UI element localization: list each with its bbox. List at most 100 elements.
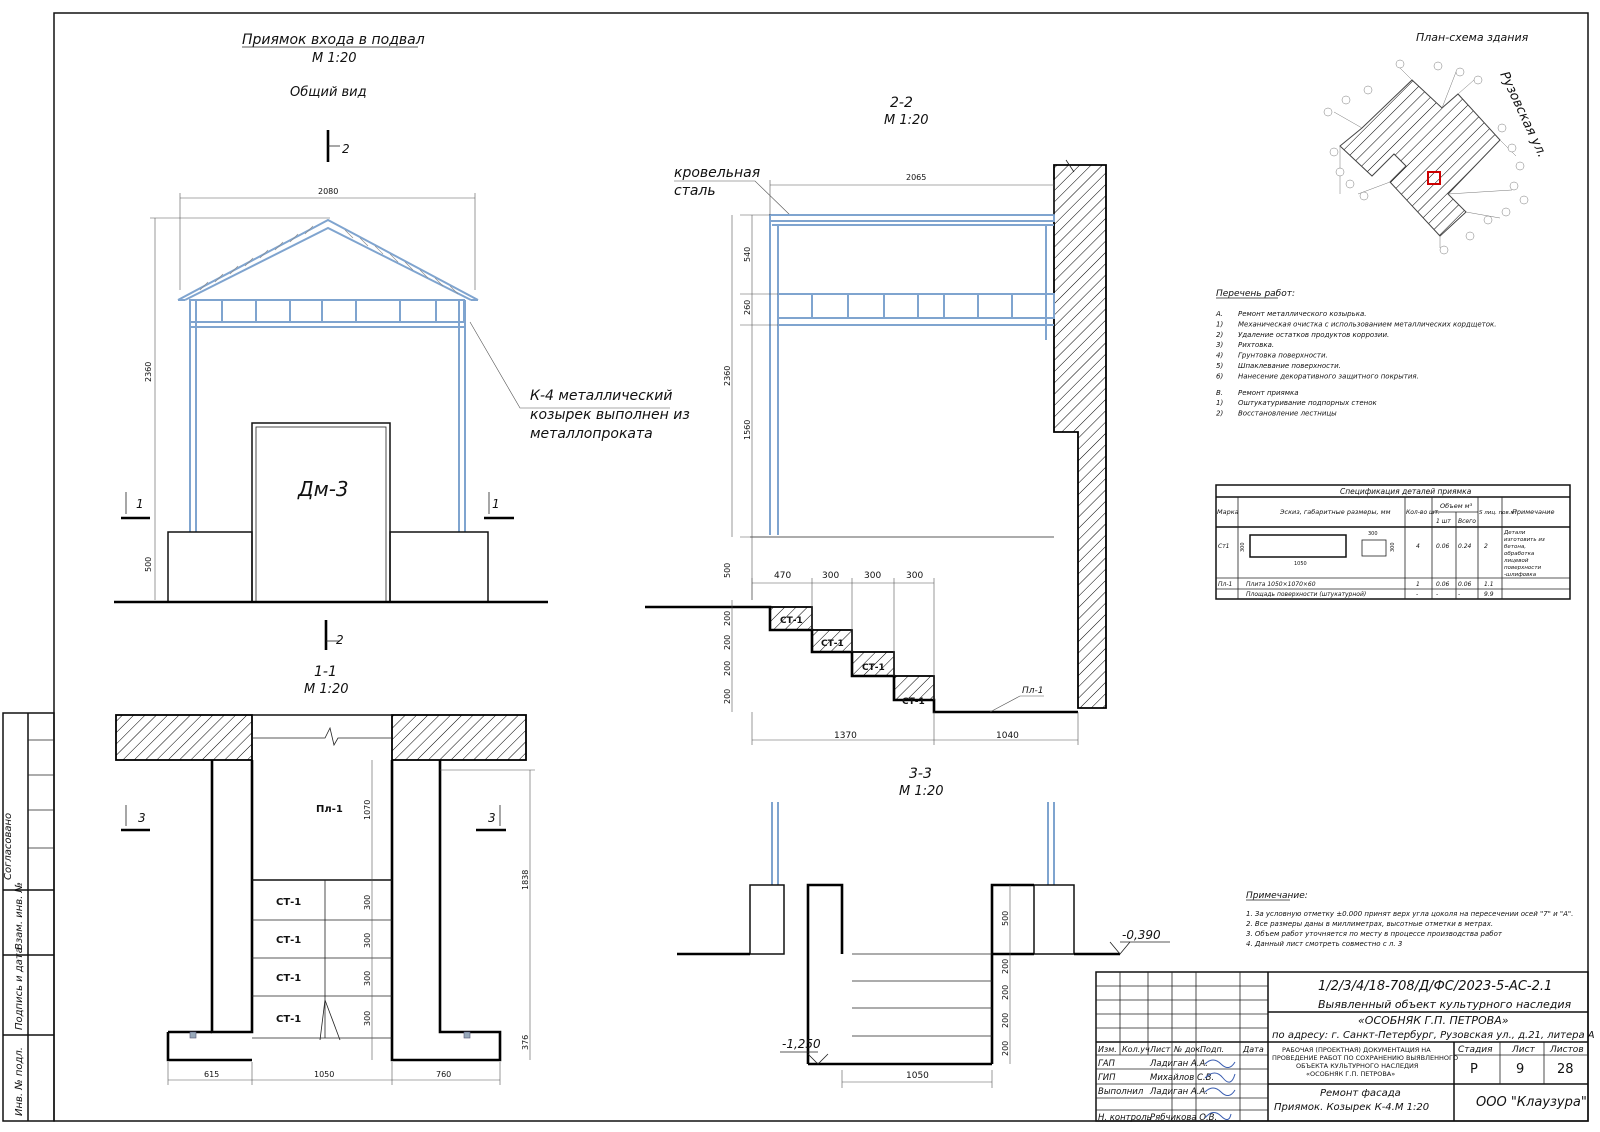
spec-cell-note-line: обработка [1504, 551, 1535, 557]
canopy-note-line1: К-4 металлический [530, 388, 673, 404]
spec-sketch-1050: 1050 [1294, 561, 1307, 567]
spec-h-mark: Марка [1217, 508, 1239, 516]
works-item-text: Оштукатуривание подпорных стенок [1238, 399, 1378, 407]
spec-cell-note-line: поверхности [1504, 565, 1542, 571]
dim-front-width: 2080 [318, 187, 338, 196]
s22-scale: М 1:20 [884, 113, 929, 128]
spec-cell: 4 [1416, 543, 1420, 550]
spec-cell-note-line: бетона, [1504, 544, 1526, 550]
spec-cell: Пл-1 [1218, 581, 1232, 588]
tb-company: ООО "Клаузура" [1476, 1095, 1587, 1110]
spec-cell: - [1458, 591, 1460, 598]
spec-h-area: S лиц. пов.м² [1479, 509, 1518, 516]
s11-dim-1050: 1050 [314, 1070, 334, 1079]
plan-scheme: План-схема здания Рузовская ул. [1323, 31, 1549, 255]
spec-cell: 9.9 [1484, 591, 1494, 598]
s11-dim-615: 615 [204, 1070, 219, 1079]
tb-col-header: Изм. [1098, 1045, 1117, 1054]
s11-st1-d: СТ-1 [276, 1014, 301, 1025]
spec-cell: Плита 1050×1070×60 [1246, 581, 1316, 588]
tb-object1: Выявленный объект культурного наследия [1318, 998, 1571, 1011]
s11-dim-760: 760 [436, 1070, 451, 1079]
spec-sketch-300-c: 300 [1390, 542, 1396, 552]
works-item-marker: А. [1215, 310, 1223, 318]
s11-scale: М 1:20 [304, 682, 349, 697]
s11-cut3-right: 3 [488, 811, 496, 825]
plan-location-marker [1427, 171, 1441, 185]
s22-dim-540: 540 [743, 247, 752, 262]
works-title: Перечень работ: [1216, 289, 1295, 299]
s22-dim-200-a: 200 [723, 611, 732, 626]
note-item: 3. Объем работ уточняется по месту в про… [1246, 930, 1503, 938]
tb-doc-3: ОБЪЕКТА КУЛЬТУРНОГО НАСЛЕДИЯ [1296, 1062, 1418, 1070]
section-2-2: 2-2 М 1:20 кровельная сталь 2065 [645, 95, 1107, 745]
spec-cell: Ст1 [1218, 543, 1230, 550]
s22-dim-300-b: 300 [864, 571, 881, 581]
s11-st1-a: СТ-1 [276, 897, 301, 908]
s22-dim-width: 2065 [906, 173, 926, 182]
works-item-text: Ремонт металлического козырька. [1238, 310, 1366, 318]
works-item-marker: 2) [1216, 331, 1223, 339]
dim-front-base: 500 [144, 557, 153, 572]
roof-steel-line1: кровельная [674, 165, 760, 181]
tb-sheet-title2: Приямок. Козырек К-4.М 1:20 [1274, 1102, 1429, 1113]
works-item-text: Восстановление лестницы [1238, 410, 1337, 418]
works-item-text: Грунтовка поверхности. [1238, 352, 1328, 360]
spec-cell: 2 [1484, 543, 1488, 550]
stamp-inv-orig: Инв. № подл. [14, 1047, 25, 1116]
spec-cell: 1.1 [1484, 581, 1494, 588]
level-neg125: -1,250 [782, 1037, 821, 1051]
tb-doc-2: ПРОВЕДЕНИЕ РАБОТ ПО СОХРАНЕНИЮ ВЫЯВЛЕННО… [1272, 1054, 1458, 1062]
works-item-text: Нанесение декоративного защитного покрыт… [1238, 372, 1419, 380]
door-label: Дм-3 [297, 477, 349, 501]
works-list: Перечень работ: А. Ремонт металлического … [1215, 289, 1496, 418]
s11-dim-376: 376 [521, 1035, 530, 1050]
tb-sheets-label: Листов [1549, 1045, 1584, 1055]
s11-st1-c: СТ-1 [276, 973, 301, 984]
s22-dim-260: 260 [743, 300, 752, 315]
s22-title: 2-2 [890, 95, 913, 111]
spec-sketch-300-a: 300 [1368, 531, 1378, 537]
works-item-text: Рихтовка. [1238, 341, 1274, 349]
cut-mark-1-left: 1 [136, 497, 144, 511]
cut-mark-2-bottom: 2 [336, 633, 344, 647]
canopy-note-line3: металлопроката [530, 426, 653, 442]
tb-sheet-label: Лист [1511, 1045, 1536, 1055]
s22-dim-1040: 1040 [996, 731, 1019, 741]
spec-h-volume: Объем м³ [1440, 502, 1473, 510]
s11-pl1: Пл-1 [316, 804, 343, 815]
tb-col-header: Кол.уч [1122, 1045, 1150, 1054]
main-scale: М 1:20 [312, 51, 357, 66]
section-3-3: 3-3 М 1:20 -0,390 -1,250 500 200 200 200… [677, 766, 1170, 1088]
s33-dim-500: 500 [1001, 911, 1010, 926]
cut-mark-1-right: 1 [492, 497, 500, 511]
works-item-marker: 2) [1216, 410, 1223, 418]
s22-dim-300-a: 300 [822, 571, 839, 581]
tb-role: Выполнил [1098, 1087, 1144, 1097]
s33-title: 3-3 [909, 766, 932, 782]
works-item-marker: 4) [1216, 352, 1223, 360]
s33-dim-200-c: 200 [1001, 1013, 1010, 1028]
s11-st1-b: СТ-1 [276, 935, 301, 946]
spec-cell: 1 [1416, 581, 1420, 588]
spec-table: Спецификация деталей приямка Марка Эскиз… [1215, 484, 1571, 600]
tb-col-header: Лист [1149, 1045, 1171, 1054]
plan-scheme-title: План-схема здания [1416, 31, 1529, 44]
spec-h-qty: Кол-во шт. [1406, 509, 1440, 516]
works-item-text: Удаление остатков продуктов коррозии. [1238, 331, 1389, 339]
s22-dim-300-c: 300 [906, 571, 923, 581]
works-item-marker: 1) [1216, 399, 1223, 407]
spec-h-note: Примечание [1512, 508, 1554, 516]
tb-col-header: № док. [1173, 1045, 1203, 1054]
s11-dim-300-c: 300 [363, 971, 372, 986]
s11-dim-1838: 1838 [521, 870, 530, 890]
s22-dim-200-d: 200 [723, 689, 732, 704]
left-stamp: Согласовано Взам. инв. № Подпись и дата … [2, 712, 55, 1122]
s33-dim-200-d: 200 [1001, 1041, 1010, 1056]
s11-dim-300-d: 300 [363, 1011, 372, 1026]
s22-step-4 [893, 675, 935, 701]
note-item: 4. Данный лист смотреть совместно с л. 3 [1246, 940, 1402, 948]
spec-cell-note-line: изготовить из [1504, 537, 1545, 543]
